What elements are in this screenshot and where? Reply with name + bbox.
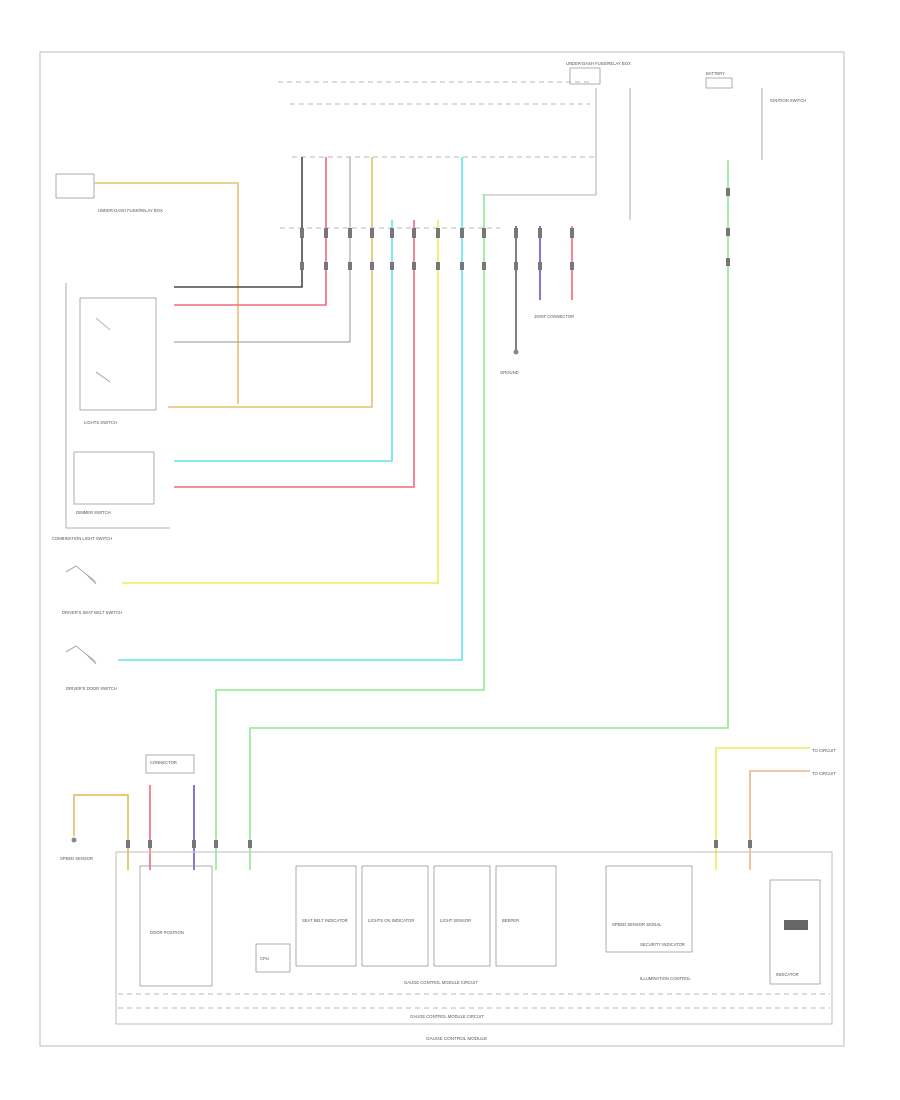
wire-group bbox=[73, 157, 810, 870]
module-pins bbox=[126, 840, 752, 848]
module-block-6 bbox=[495, 865, 557, 967]
wire-white-1 bbox=[174, 157, 351, 343]
ign-batt-label: BATTERY bbox=[706, 71, 725, 76]
module-block-2 bbox=[255, 943, 291, 973]
module-block-7 bbox=[605, 865, 693, 953]
module-block-7-label: SPEED SENSOR SIGNAL bbox=[612, 922, 662, 927]
wire-red-2 bbox=[174, 220, 415, 488]
wire-yellow-right bbox=[715, 747, 810, 870]
headlight-switch-contact bbox=[95, 317, 111, 383]
diagram-frame bbox=[39, 51, 845, 1047]
module-block-4 bbox=[361, 865, 429, 967]
wire-red-1 bbox=[174, 157, 327, 306]
wire-orange-top bbox=[94, 182, 239, 404]
module-block-9-label: ILLUMINATION CONTROL bbox=[640, 976, 691, 981]
headlight-switch-label: LIGHTS SWITCH bbox=[84, 420, 117, 425]
wire-cyan-1 bbox=[174, 220, 393, 462]
seatbelt-switch-symbol bbox=[65, 565, 97, 585]
wire-orange-2 bbox=[168, 157, 373, 408]
module-block-3-label: SEAT BELT INDICATOR bbox=[302, 918, 348, 923]
headlight-switch-bracket bbox=[65, 283, 170, 529]
ground-terminal bbox=[513, 349, 519, 355]
module-block-4-label: LIGHTS ON INDICATOR bbox=[368, 918, 414, 923]
module-block-10-label: INDICATOR bbox=[776, 972, 799, 977]
fuse-box-label-box bbox=[569, 67, 601, 85]
headlight-switch-box bbox=[79, 297, 157, 411]
wire-black-1 bbox=[174, 157, 303, 288]
module-name: GAUGE CONTROL MODULE bbox=[426, 1036, 487, 1041]
wire-green-2 bbox=[249, 160, 729, 870]
lower-connector-label: CONNECTOR bbox=[150, 760, 177, 765]
module-block-6-label: BEEPER bbox=[502, 918, 519, 923]
wire-cyan-2 bbox=[118, 157, 463, 661]
gauge-control-module bbox=[115, 851, 833, 1025]
wire-tan-right bbox=[749, 770, 810, 870]
to-circuit-label-1: TO CIRCUIT bbox=[812, 748, 836, 753]
dimmer-switch-box bbox=[73, 451, 155, 505]
module-block-1 bbox=[139, 865, 213, 987]
lower-connector-box bbox=[145, 754, 195, 774]
module-inner-bus: GAUGE CONTROL MODULE CIRCUIT bbox=[410, 1014, 484, 1019]
top-left-component-box bbox=[55, 173, 95, 199]
dimmer-switch-label: DIMMER SWITCH bbox=[76, 510, 111, 515]
wire-yellow-1 bbox=[122, 220, 439, 584]
module-block-5-label: LIGHT SENSOR bbox=[440, 918, 471, 923]
speed-sensor-terminal bbox=[71, 837, 77, 843]
module-block-8-label: SECURITY INDICATOR bbox=[640, 942, 685, 947]
module-circuit-label: GAUGE CONTROL MODULE CIRCUIT bbox=[404, 980, 478, 985]
wire-green-1 bbox=[215, 195, 485, 870]
seatbelt-switch-label: DRIVER'S SEAT BELT SWITCH bbox=[62, 610, 122, 615]
ignition-switch-label: IGNITION SWITCH bbox=[770, 98, 806, 103]
module-block-3 bbox=[295, 865, 357, 967]
top-left-component-label: UNDER-DASH FUSE/RELAY BOX bbox=[98, 208, 163, 213]
wire-orange-left-low bbox=[73, 794, 129, 870]
joint-connector-label: JOINT CONNECTOR bbox=[534, 314, 574, 319]
to-circuit-label-2: TO CIRCUIT bbox=[812, 771, 836, 776]
door-switch-symbol bbox=[65, 645, 97, 665]
module-block-10-inner bbox=[784, 920, 808, 930]
module-block-10 bbox=[769, 879, 821, 985]
door-switch-label: DRIVER'S DOOR SWITCH bbox=[66, 686, 117, 691]
ground-label: GROUND bbox=[500, 370, 519, 375]
connector-pins bbox=[300, 188, 730, 270]
ign-batt-label-box bbox=[705, 77, 733, 89]
speed-sensor-label: SPEED SENSOR bbox=[60, 856, 93, 861]
module-block-2-label: CPU bbox=[260, 956, 269, 961]
light-switch-assembly-label: COMBINATION LIGHT SWITCH bbox=[52, 536, 112, 541]
module-block-5 bbox=[433, 865, 491, 967]
module-block-1-label: DOOR POSITION bbox=[150, 930, 184, 935]
fuse-box-label: UNDER-DASH FUSE/RELAY BOX bbox=[566, 61, 631, 66]
